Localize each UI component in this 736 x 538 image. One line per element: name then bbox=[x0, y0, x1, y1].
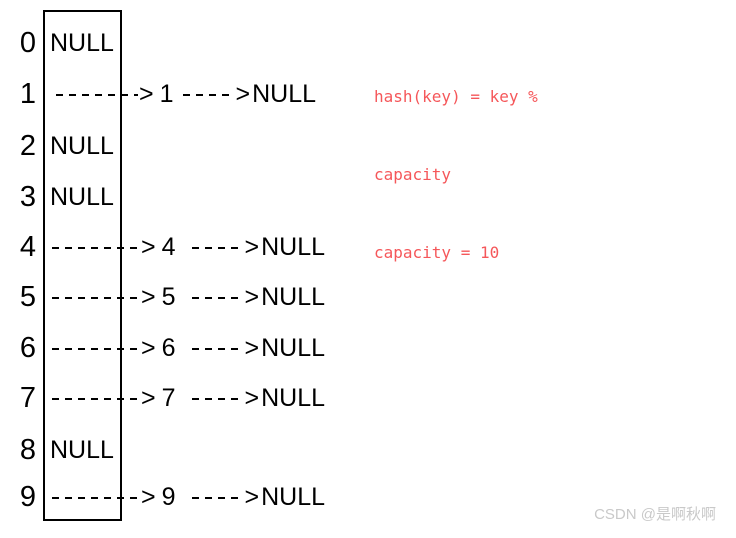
dashed-link-icon bbox=[182, 93, 235, 96]
table-row: 1 > 1 > NULL bbox=[0, 69, 736, 120]
arrow-head-icon: > bbox=[244, 283, 260, 311]
row-index-label: 1 bbox=[19, 78, 37, 110]
arrow-head-icon: > bbox=[244, 483, 260, 511]
arrow-head-icon: > bbox=[141, 283, 156, 311]
dashed-link-icon bbox=[52, 246, 140, 249]
watermark: CSDN @是啊秋啊 bbox=[594, 506, 716, 523]
formula-line-2: capacity bbox=[374, 165, 452, 184]
chain-tail-null: NULL bbox=[261, 483, 326, 511]
dashed-link-icon bbox=[191, 397, 244, 400]
bucket-null-label: NULL bbox=[50, 436, 114, 464]
dashed-link-icon bbox=[191, 296, 244, 299]
row-index-label: 6 bbox=[19, 332, 37, 364]
hash-formula-annotation: hash(key) = key % capacity capacity = 10 bbox=[374, 32, 538, 318]
table-row: 7 > 7 > NULL bbox=[0, 373, 736, 424]
bucket-chain: > 1 > NULL bbox=[56, 69, 316, 120]
formula-line-3: capacity = 10 bbox=[374, 243, 500, 262]
arrow-head-icon: > bbox=[141, 384, 156, 412]
dashed-link-icon bbox=[52, 347, 140, 350]
bucket-chain: > 5 > NULL bbox=[52, 272, 325, 323]
chain-tail-null: NULL bbox=[261, 283, 326, 311]
dashed-link-icon bbox=[56, 93, 138, 96]
dashed-link-icon bbox=[191, 246, 244, 249]
arrow-head-icon: > bbox=[244, 334, 260, 362]
row-index-label: 2 bbox=[19, 130, 37, 162]
row-index-label: 7 bbox=[19, 382, 37, 414]
chain-node-key: 7 bbox=[161, 384, 176, 412]
row-index-label: 9 bbox=[19, 481, 37, 513]
dashed-link-icon bbox=[52, 296, 140, 299]
formula-line-1: hash(key) = key % bbox=[374, 87, 538, 106]
chain-node-key: 5 bbox=[161, 283, 176, 311]
bucket-array-box bbox=[43, 10, 122, 521]
bucket-chain: > 6 > NULL bbox=[52, 323, 325, 374]
dashed-link-icon bbox=[52, 397, 140, 400]
dashed-link-icon bbox=[191, 496, 244, 499]
dashed-link-icon bbox=[191, 347, 244, 350]
bucket-null-label: NULL bbox=[50, 29, 114, 57]
bucket-chain: > 9 > NULL bbox=[52, 472, 325, 523]
chain-tail-null: NULL bbox=[261, 334, 326, 362]
arrow-head-icon: > bbox=[244, 384, 260, 412]
chain-tail-null: NULL bbox=[252, 80, 317, 108]
dashed-link-icon bbox=[52, 496, 140, 499]
chain-tail-null: NULL bbox=[261, 233, 326, 261]
arrow-head-icon: > bbox=[141, 483, 156, 511]
table-row: 3 NULL bbox=[0, 172, 736, 223]
row-index-label: 4 bbox=[19, 231, 37, 263]
table-row: 6 > 6 > NULL bbox=[0, 323, 736, 374]
table-row: 9 > 9 > NULL bbox=[0, 472, 736, 523]
chain-node-key: 1 bbox=[159, 80, 174, 108]
row-index-label: 8 bbox=[19, 434, 37, 466]
table-row: 2 NULL bbox=[0, 121, 736, 172]
arrow-head-icon: > bbox=[141, 233, 156, 261]
bucket-null-label: NULL bbox=[50, 132, 114, 160]
chain-node-key: 9 bbox=[161, 483, 176, 511]
row-index-label: 3 bbox=[19, 181, 37, 213]
row-index-label: 5 bbox=[19, 281, 37, 313]
bucket-chain: > 4 > NULL bbox=[52, 222, 325, 273]
table-row: 4 > 4 > NULL bbox=[0, 222, 736, 273]
table-row: 8 NULL bbox=[0, 425, 736, 476]
arrow-head-icon: > bbox=[139, 80, 154, 108]
table-row: 0 NULL bbox=[0, 18, 736, 69]
chain-node-key: 6 bbox=[161, 334, 176, 362]
bucket-null-label: NULL bbox=[50, 183, 114, 211]
row-index-label: 0 bbox=[19, 27, 37, 59]
arrow-head-icon: > bbox=[141, 334, 156, 362]
chain-tail-null: NULL bbox=[261, 384, 326, 412]
arrow-head-icon: > bbox=[244, 233, 260, 261]
bucket-chain: > 7 > NULL bbox=[52, 373, 325, 424]
table-row: 5 > 5 > NULL bbox=[0, 272, 736, 323]
arrow-head-icon: > bbox=[235, 80, 251, 108]
chain-node-key: 4 bbox=[161, 233, 176, 261]
